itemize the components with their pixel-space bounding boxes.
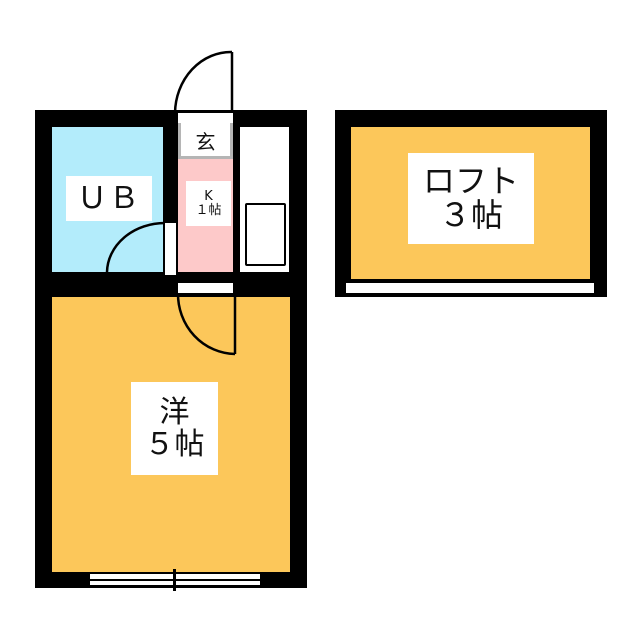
kitchen-type-text: K — [204, 188, 213, 204]
entrance-label-text: 玄 — [195, 129, 216, 154]
entrance-door-swing-icon — [173, 50, 234, 114]
unit-bath-label: ＵＢ — [66, 176, 152, 221]
kitchen-size-text: １帖 — [195, 202, 222, 218]
room-door-swing-icon — [176, 292, 237, 356]
room-door-opening — [178, 283, 233, 293]
window-sash-left-lower — [90, 581, 175, 585]
western-room-type-text: 洋 — [159, 395, 190, 430]
entrance-door-opening — [178, 113, 233, 123]
western-room-size-text: ５帖 — [144, 426, 205, 462]
kitchen-label: K １帖 — [186, 181, 231, 226]
kitchen-side-wall — [233, 122, 240, 272]
unit-bath-door-frame — [165, 223, 176, 275]
entrance-area — [178, 123, 233, 159]
window-sash-left — [90, 574, 175, 579]
window-sash-right — [175, 574, 260, 579]
window-sash-right-lower — [175, 581, 260, 585]
refrigerator-space — [245, 203, 286, 266]
western-room-label: 洋 ５帖 — [131, 382, 218, 475]
window-center-mullion — [173, 569, 176, 591]
unit-bath-door-swing-icon — [105, 221, 166, 273]
entrance-label: 玄 — [178, 123, 233, 157]
unit-bath-label-text: ＵＢ — [77, 180, 141, 216]
